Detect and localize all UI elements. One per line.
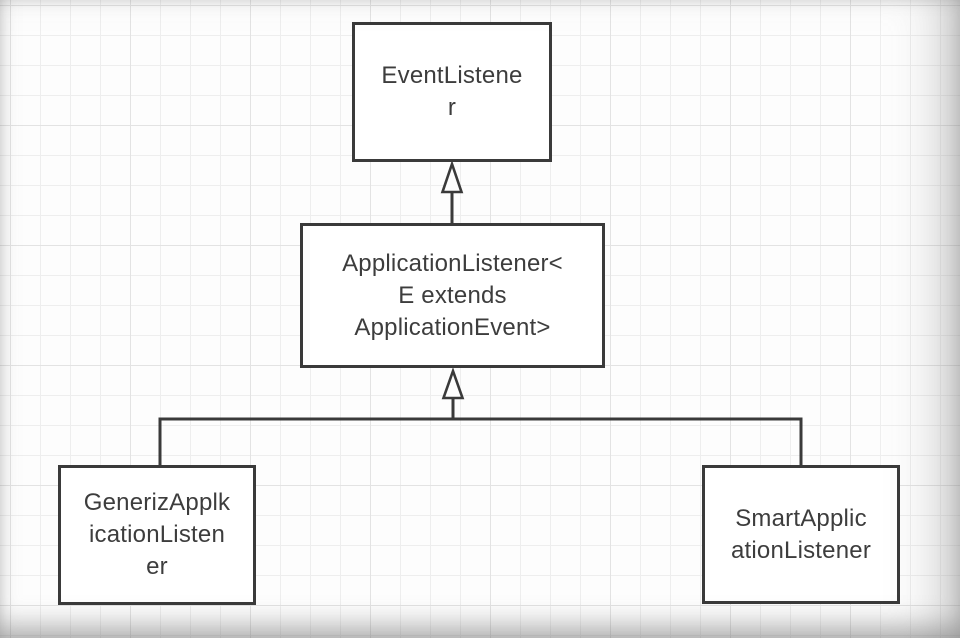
node-generiz-applkication-listener: GenerizApplk icationListen er [58,465,256,605]
node-application-listener: ApplicationListener< E extends Applicati… [300,223,605,368]
node-smart-application-listener: SmartApplic ationListener [702,465,900,604]
node-event-listener: EventListene r [352,22,552,162]
hollow-triangle-arrowhead-icon [440,159,464,194]
node-generiz-applkication-listener-label: GenerizApplk icationListen er [83,489,231,580]
node-smart-application-listener-label: SmartApplic ationListener [730,504,872,564]
connector-applicationlistener-to-eventlistener [440,159,464,225]
connector-children-to-applicationlistener [158,367,803,466]
hollow-triangle-arrowhead-icon [441,367,465,400]
edge-branch-line [158,417,803,466]
node-event-listener-label: EventListene r [381,62,523,121]
node-application-listener-label: ApplicationListener< E extends Applicati… [342,249,563,341]
